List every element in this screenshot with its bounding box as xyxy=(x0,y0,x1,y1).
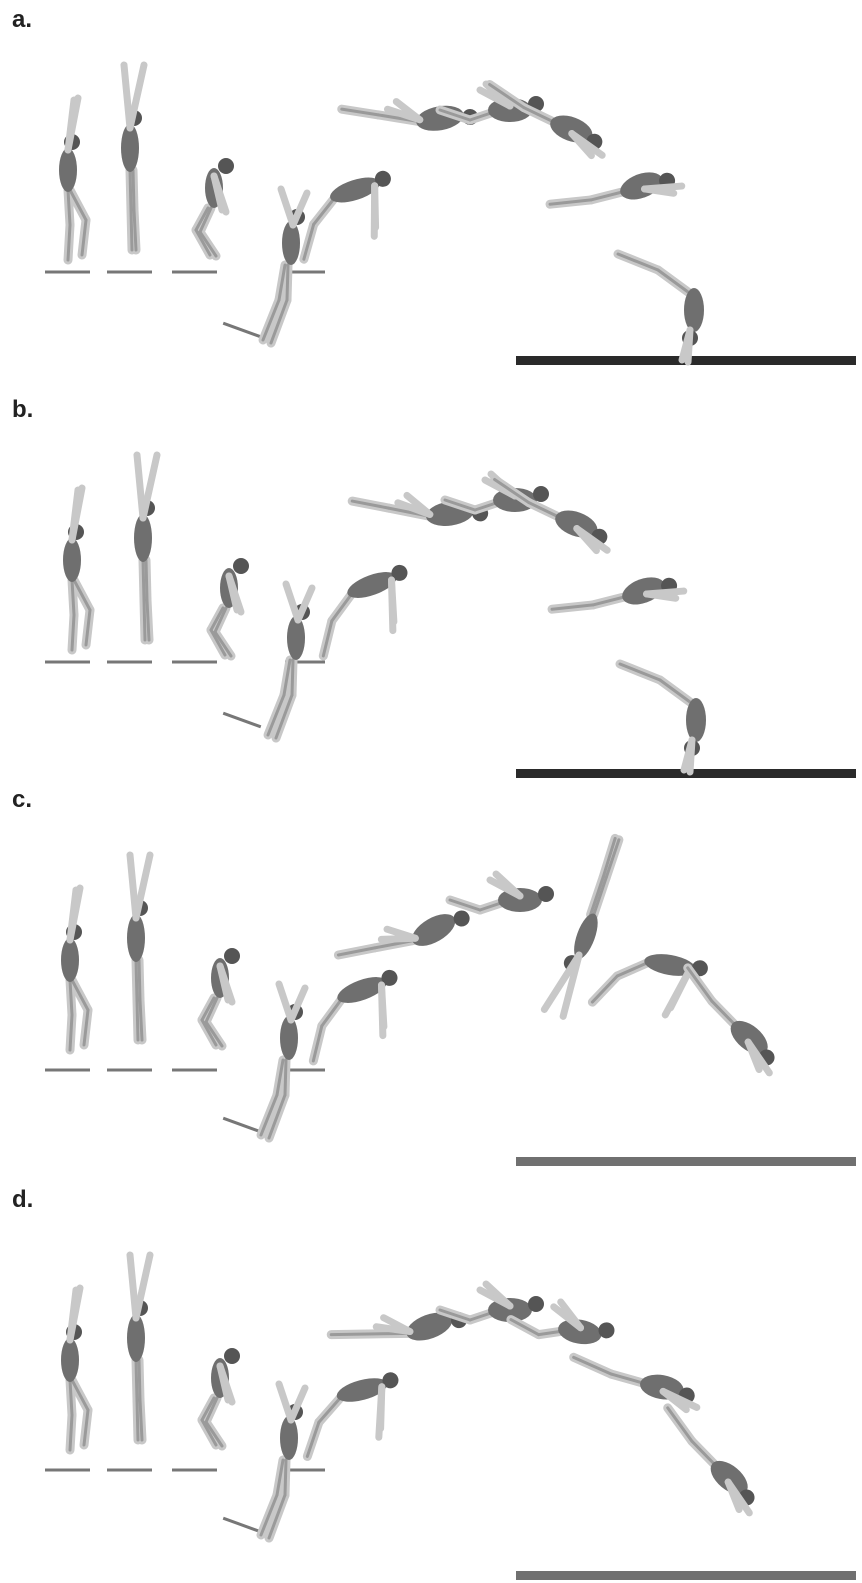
figure-sequence xyxy=(0,780,862,1180)
gymnast-figure xyxy=(61,888,88,1050)
gymnast-figure xyxy=(127,855,150,1040)
springboard xyxy=(223,1118,261,1132)
gymnast-figure xyxy=(63,488,90,650)
gymnast-figure xyxy=(544,836,629,1018)
gymnast-figure xyxy=(61,1288,88,1450)
gymnast-figure xyxy=(121,65,144,250)
gymnast-figure xyxy=(127,1255,150,1440)
panel-a: a. xyxy=(0,0,862,390)
panel-b: b. xyxy=(0,390,862,780)
gymnast-figure xyxy=(647,1408,767,1516)
gymnast-figure xyxy=(202,1348,240,1446)
gymnast-figure xyxy=(550,160,683,235)
gymnast-figure xyxy=(196,158,234,256)
figure-sequence xyxy=(0,0,862,390)
gymnast-figure xyxy=(331,1289,469,1370)
gymnast-figure xyxy=(568,1357,702,1411)
springboard xyxy=(223,713,261,727)
springboard xyxy=(223,1518,261,1532)
gymnast-figure xyxy=(479,84,612,159)
gymnast-figure xyxy=(134,455,157,640)
gymnast-figure xyxy=(450,874,554,912)
panel-c: c. xyxy=(0,780,862,1180)
gymnast-figure xyxy=(202,948,240,1046)
vault-table xyxy=(516,1571,856,1580)
springboard xyxy=(223,323,261,337)
gymnast-figure xyxy=(620,664,706,772)
gymnast-figure xyxy=(592,943,709,1021)
gymnast-figure xyxy=(59,98,86,260)
gymnast-figure xyxy=(303,563,425,656)
figure-sequence xyxy=(0,1180,862,1583)
figure-sequence xyxy=(0,390,862,780)
gymnast-figure xyxy=(293,968,415,1061)
gymnast-figure xyxy=(484,479,617,554)
vault-table xyxy=(516,1157,856,1166)
gymnast-figure xyxy=(261,1384,305,1538)
gymnast-figure xyxy=(292,1371,412,1457)
panel-d: d. xyxy=(0,1180,862,1583)
gymnast-figure xyxy=(261,984,305,1138)
gymnast-figure xyxy=(211,558,249,656)
gymnast-figure xyxy=(440,1284,544,1322)
gymnast-figure xyxy=(263,189,307,343)
gymnast-figure xyxy=(618,254,704,362)
gymnast-figure xyxy=(552,565,685,640)
